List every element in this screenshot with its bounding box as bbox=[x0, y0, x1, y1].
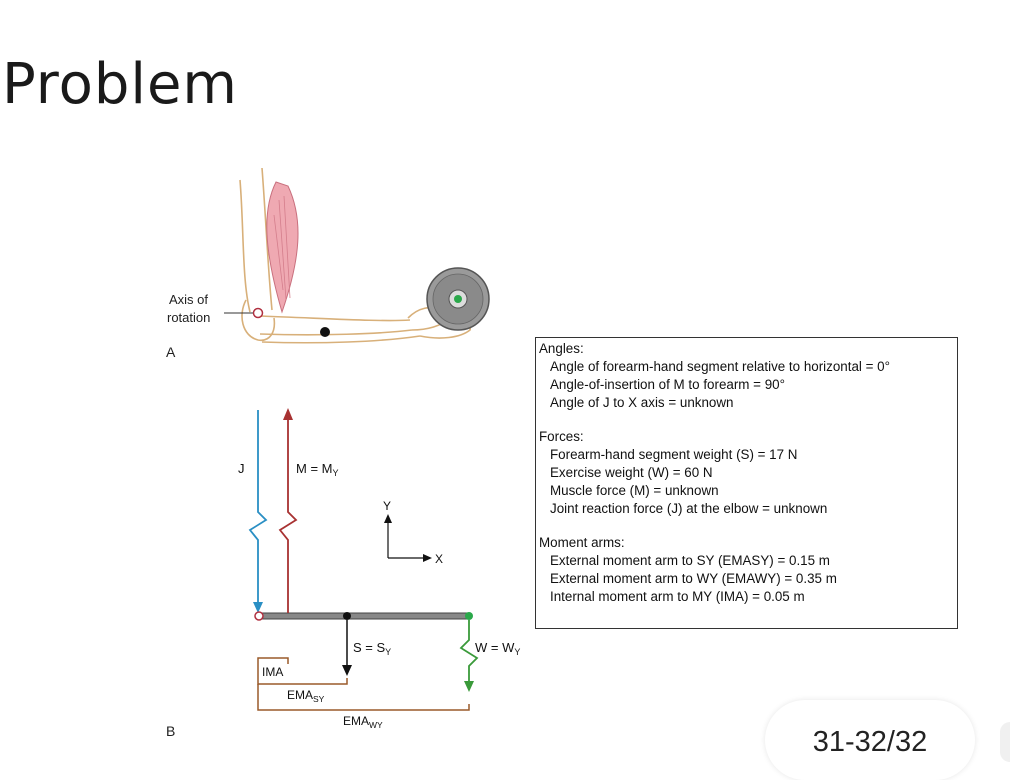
biomechanics-figure: Axis of rotation A J M = MY Y X S = SY W… bbox=[166, 167, 520, 739]
angles-section: Angles: Angle of forearm-hand segment re… bbox=[539, 340, 957, 412]
force-item: Exercise weight (W) = 60 N bbox=[550, 465, 713, 480]
forearm-segment-bar bbox=[259, 612, 471, 620]
axis-of-rotation-label-1: Axis of bbox=[169, 292, 208, 307]
moment-arms-section: Moment arms: External moment arm to SY (… bbox=[539, 534, 957, 606]
segment-cog-point bbox=[343, 612, 351, 620]
coordinate-axes bbox=[384, 514, 432, 562]
x-axis-label: X bbox=[435, 552, 443, 566]
m-label: M = MY bbox=[296, 461, 339, 478]
exercise-weight-vector bbox=[459, 620, 479, 692]
side-scroll-handle[interactable] bbox=[1000, 722, 1010, 762]
m-label-main: M = M bbox=[296, 461, 332, 476]
ema-wy-label-main: EMA bbox=[343, 714, 369, 728]
page-number-text: 31-32/32 bbox=[812, 726, 928, 758]
forces-heading: Forces: bbox=[539, 429, 584, 444]
ima-bracket bbox=[257, 657, 289, 664]
ema-sy-label: EMASY bbox=[287, 688, 325, 704]
axis-of-rotation-label-2: rotation bbox=[167, 310, 210, 325]
forces-section: Forces: Forearm-hand segment weight (S) … bbox=[539, 428, 957, 518]
panel-b-label: B bbox=[166, 723, 175, 739]
ema-sy-label-sub: SY bbox=[313, 694, 325, 704]
w-label-main: W = W bbox=[475, 640, 515, 655]
segment-weight-vector bbox=[342, 620, 352, 676]
panel-a-label: A bbox=[166, 344, 176, 360]
joint-force-vector bbox=[248, 410, 268, 613]
force-item: Muscle force (M) = unknown bbox=[550, 483, 719, 498]
muscle-force-vector bbox=[278, 408, 298, 613]
s-label: S = SY bbox=[353, 640, 391, 657]
weight-plate bbox=[426, 267, 490, 331]
y-axis-label: Y bbox=[383, 499, 391, 513]
elbow-pivot bbox=[254, 611, 264, 621]
axis-of-rotation-marker bbox=[252, 307, 264, 319]
moment-arm-item: External moment arm to WY (EMAWY) = 0.35… bbox=[550, 571, 837, 586]
s-label-main: S = S bbox=[353, 640, 385, 655]
slide-title: Problem bbox=[2, 52, 238, 117]
w-label-sub: Y bbox=[514, 647, 520, 657]
m-label-sub: Y bbox=[332, 468, 338, 478]
ema-wy-label-sub: WY bbox=[369, 720, 383, 730]
page-indicator[interactable]: 31-32/32 bbox=[765, 700, 975, 780]
moment-arm-lines bbox=[257, 657, 470, 711]
ema-sy-label-main: EMA bbox=[287, 688, 313, 702]
angle-item: Angle of J to X axis = unknown bbox=[550, 395, 734, 410]
ema-sy-bracket bbox=[257, 664, 348, 685]
moment-arm-item: Internal moment arm to MY (IMA) = 0.05 m bbox=[550, 589, 805, 604]
ima-label: IMA bbox=[262, 665, 283, 679]
s-label-sub: Y bbox=[385, 647, 391, 657]
w-label: W = WY bbox=[475, 640, 520, 657]
moment-arm-item: External moment arm to SY (EMASY) = 0.15… bbox=[550, 553, 830, 568]
angle-item: Angle-of-insertion of M to forearm = 90° bbox=[550, 377, 785, 392]
angle-item: Angle of forearm-hand segment relative t… bbox=[550, 359, 890, 374]
ema-wy-label: EMAWY bbox=[343, 714, 383, 730]
j-label: J bbox=[238, 461, 245, 476]
weight-point bbox=[465, 612, 473, 620]
force-item: Joint reaction force (J) at the elbow = … bbox=[550, 501, 828, 516]
force-item: Forearm-hand segment weight (S) = 17 N bbox=[550, 447, 798, 462]
moment-arms-heading: Moment arms: bbox=[539, 535, 625, 550]
arm-illustration bbox=[224, 167, 472, 344]
problem-info-box: Angles: Angle of forearm-hand segment re… bbox=[535, 337, 958, 629]
ema-wy-bracket bbox=[257, 684, 470, 711]
angles-heading: Angles: bbox=[539, 341, 584, 356]
